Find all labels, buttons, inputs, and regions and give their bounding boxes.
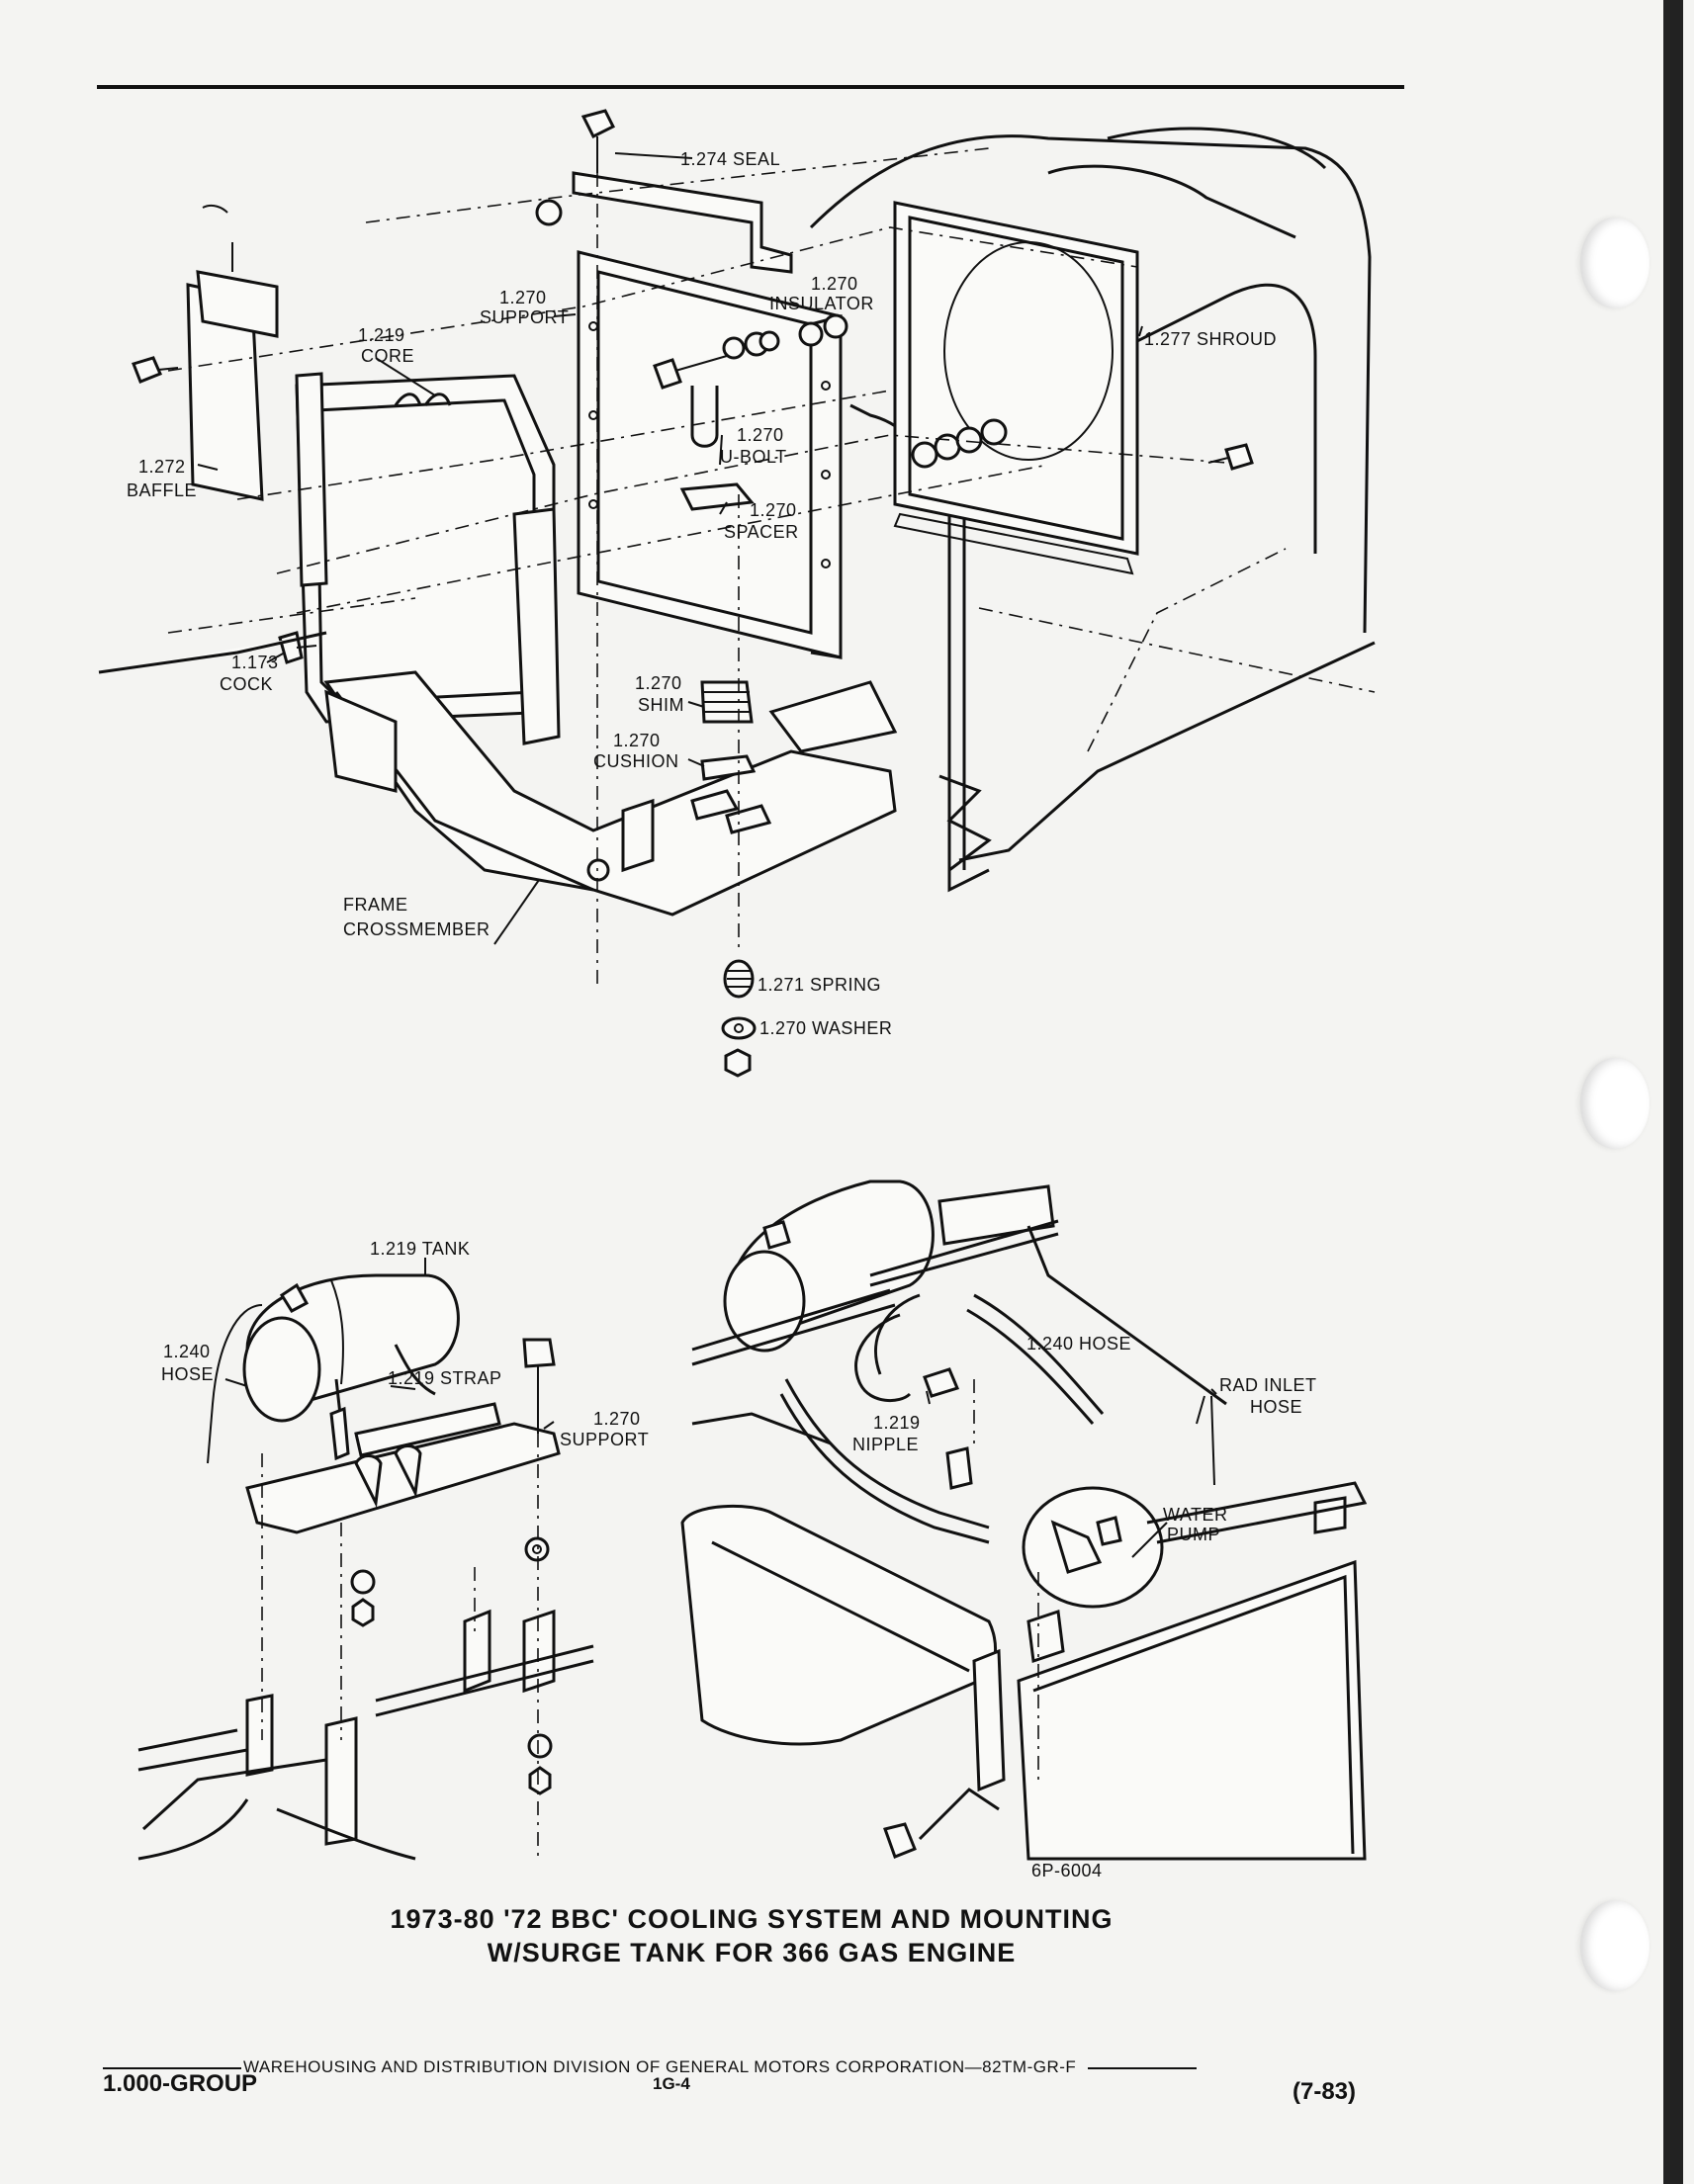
label-nipple-num: 1.219 bbox=[873, 1413, 921, 1433]
label-baffle: BAFFLE bbox=[127, 480, 197, 500]
label-core-num: 1.219 bbox=[358, 325, 405, 345]
footer-group: 1.000-GROUP bbox=[103, 2070, 258, 2097]
label-figure-code: 6P-6004 bbox=[1031, 1861, 1103, 1880]
radiator-right bbox=[1017, 1481, 1368, 1861]
nut-top bbox=[535, 199, 563, 226]
bottom-left-hardware bbox=[350, 1536, 553, 1795]
label-shroud: 1.277 SHROUD bbox=[1144, 329, 1277, 349]
label-hose-right: 1.240 HOSE bbox=[1026, 1334, 1131, 1354]
baffle-part bbox=[186, 204, 279, 501]
spring-washer-nut bbox=[721, 959, 757, 1078]
tank-support-bracket bbox=[245, 1402, 561, 1534]
label-seal: 1.274 SEAL bbox=[680, 149, 780, 169]
support-bolt bbox=[522, 1338, 556, 1434]
spacer-part bbox=[679, 482, 755, 511]
label-water: WATER bbox=[1163, 1505, 1228, 1525]
label-shim: SHIM bbox=[638, 695, 684, 715]
label-shim-num: 1.270 bbox=[635, 673, 682, 693]
label-ubolt: U-BOLT bbox=[720, 447, 787, 467]
label-insulator: INSULATOR bbox=[769, 294, 874, 313]
top-bolt bbox=[580, 109, 616, 173]
shroud-bolt bbox=[1207, 443, 1254, 471]
label-cushion: CUSHION bbox=[593, 751, 679, 771]
label-support-num: 1.270 bbox=[499, 288, 547, 307]
header-rule bbox=[97, 85, 1404, 89]
label-washer: 1.270 WASHER bbox=[759, 1018, 892, 1038]
label-crossmember: CROSSMEMBER bbox=[343, 919, 490, 939]
ubolt-part bbox=[653, 355, 728, 448]
label-nipple: NIPPLE bbox=[852, 1435, 919, 1454]
label-support-num: 1.270 bbox=[593, 1409, 641, 1429]
caption-line-1: 1973-80 '72 BBC' COOLING SYSTEM AND MOUN… bbox=[390, 1904, 1114, 1934]
label-cock-num: 1.173 bbox=[231, 653, 279, 672]
binder-edge bbox=[1663, 0, 1683, 2184]
footer-division: WAREHOUSING AND DISTRIBUTION DIVISION OF… bbox=[243, 2057, 1077, 2076]
label-spacer: SPACER bbox=[724, 522, 799, 542]
baffle-bolt bbox=[132, 356, 179, 384]
binder-hole-bottom bbox=[1580, 1900, 1649, 1991]
label-tank: 1.219 TANK bbox=[370, 1239, 470, 1259]
binder-hole-top bbox=[1580, 218, 1649, 308]
insulator-washers bbox=[722, 313, 848, 360]
label-pump: PUMP bbox=[1167, 1525, 1220, 1544]
footer-division-line: WAREHOUSING AND DISTRIBUTION DIVISION OF… bbox=[103, 2057, 1369, 2077]
label-support: SUPPORT bbox=[560, 1430, 649, 1449]
label-insulator-num: 1.270 bbox=[811, 274, 858, 294]
frame-rail-right bbox=[691, 1225, 1227, 1859]
label-support: SUPPORT bbox=[480, 307, 569, 327]
label-ubolt-num: 1.270 bbox=[737, 425, 784, 445]
label-strap: 1.219 STRAP bbox=[388, 1368, 502, 1388]
footer-rule-right bbox=[1088, 2066, 1198, 2069]
footer-date: (7-83) bbox=[1293, 2078, 1357, 2105]
cab-outline bbox=[809, 134, 1372, 634]
label-rad-inlet-hose: HOSE bbox=[1250, 1397, 1302, 1417]
shroud-washers bbox=[911, 418, 1008, 469]
label-hose: HOSE bbox=[161, 1364, 214, 1384]
nipple-fitting bbox=[923, 1367, 973, 1490]
label-spring: 1.271 SPRING bbox=[758, 975, 881, 995]
label-rad-inlet: RAD INLET bbox=[1219, 1375, 1317, 1395]
label-baffle-num: 1.272 bbox=[138, 457, 186, 477]
label-hose-num: 1.240 bbox=[163, 1342, 211, 1361]
label-core: CORE bbox=[361, 346, 414, 366]
frame-brackets bbox=[137, 1609, 594, 1861]
caption-line-2: W/SURGE TANK FOR 366 GAS ENGINE bbox=[487, 1938, 1017, 1967]
binder-hole-middle bbox=[1580, 1058, 1649, 1149]
label-frame: FRAME bbox=[343, 895, 408, 915]
water-pump bbox=[1022, 1486, 1164, 1609]
surge-tank bbox=[207, 1273, 460, 1464]
core-part bbox=[295, 372, 561, 745]
label-spacer-num: 1.270 bbox=[750, 500, 797, 520]
radiator-support-part bbox=[577, 250, 843, 659]
engine-valve-cover bbox=[680, 1505, 998, 1746]
hose-runs bbox=[779, 1293, 1105, 1544]
label-cushion-num: 1.270 bbox=[613, 731, 661, 750]
footer-rule-left bbox=[103, 2066, 241, 2069]
frame-crossmember bbox=[98, 631, 898, 917]
footer-page-number: 1G-4 bbox=[653, 2074, 690, 2093]
seal-part bbox=[572, 171, 793, 274]
label-cock: COCK bbox=[220, 674, 273, 694]
shroud-part bbox=[893, 201, 1139, 575]
